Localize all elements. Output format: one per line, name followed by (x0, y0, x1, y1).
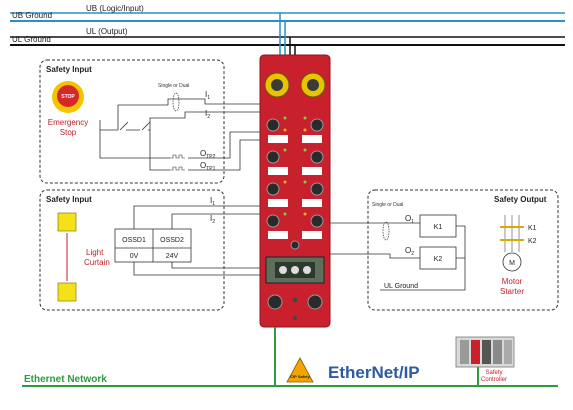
k2-contact-label: K2 (528, 238, 537, 245)
k1-contact-label: K1 (528, 225, 537, 232)
out-o2-label: O2 (405, 246, 414, 257)
ethernet-port-1 (267, 294, 283, 310)
mode-note: Single or Dual (158, 83, 189, 89)
ossd1-label: OSSD1 (122, 237, 146, 244)
ethernet-port-2 (307, 294, 323, 310)
motor-label-2: Starter (500, 287, 524, 296)
curtain-i1-label: I1 (210, 196, 215, 207)
io-module (259, 54, 331, 328)
estop-i1-label: I1 (205, 90, 210, 101)
curtain-i2-label: I2 (210, 214, 215, 225)
curtain-label-2: Curtain (84, 258, 110, 267)
panel-title: Safety Input (46, 65, 92, 74)
contactor-icon (500, 215, 524, 252)
controller-label-2: Controller (481, 377, 507, 383)
ub-ground-label: UB Ground (12, 11, 52, 20)
ul-ground-label: UL Ground (12, 35, 51, 44)
estop-label-2: Stop (60, 128, 77, 137)
panel-title: Safety Output (494, 195, 547, 204)
estop-button-icon (57, 85, 79, 107)
k2-box-label: K2 (434, 256, 443, 263)
estop-i2-label: I2 (205, 109, 210, 120)
power-rails: UB Ground UB (Logic/Input) UL Ground UL … (10, 4, 565, 46)
controller-label-1: Safety (485, 370, 502, 376)
0v-label: 0V (130, 253, 139, 260)
safety-output-panel: Safety Output Single or Dual K1 K2 O1 O2… (322, 189, 559, 311)
estop-otp2-label: OTP2 (200, 149, 216, 160)
estop-label-1: Emergency (48, 118, 88, 127)
safety-controller-icon (455, 336, 515, 368)
mode-note: Single or Dual (372, 202, 403, 208)
status-leds (283, 116, 307, 216)
ul-output-label: UL (Output) (86, 27, 128, 36)
cip-badge-text: CIP Safety (290, 374, 310, 379)
motor-symbol: M (509, 260, 515, 267)
ul-ground-out-label: UL Ground (384, 283, 418, 290)
motor-icon (502, 252, 522, 272)
estop-otp1-label: OTP1 (200, 161, 216, 172)
24v-label: 24V (166, 253, 179, 260)
curtain-emitter (57, 212, 77, 232)
safety-input-light-curtain-panel: Safety Input Light Curtain OSSD1 OSSD2 0… (39, 189, 260, 311)
k1-box-label: K1 (434, 224, 443, 231)
cip-safety-logo: CIP Safety (286, 357, 314, 383)
panel-border (367, 189, 559, 311)
curtain-label-1: Light (86, 248, 104, 257)
io-port-grid (266, 118, 324, 250)
network-label: Ethernet Network (24, 374, 107, 385)
motor-label-1: Motor (502, 277, 523, 286)
ub-logic-label: UB (Logic/Input) (86, 4, 144, 13)
safety-input-estop-panel: Safety Input STOP Emergency Stop Single … (39, 59, 260, 184)
panel-border (39, 59, 225, 184)
curtain-receiver (57, 282, 77, 302)
out-o1-label: O1 (405, 214, 414, 225)
ossd2-label: OSSD2 (160, 237, 184, 244)
estop-text: STOP (61, 94, 75, 100)
panel-title: Safety Input (46, 195, 92, 204)
ethernet-ip-logo: EtherNet/IP (328, 363, 420, 382)
panel-border (39, 189, 225, 311)
